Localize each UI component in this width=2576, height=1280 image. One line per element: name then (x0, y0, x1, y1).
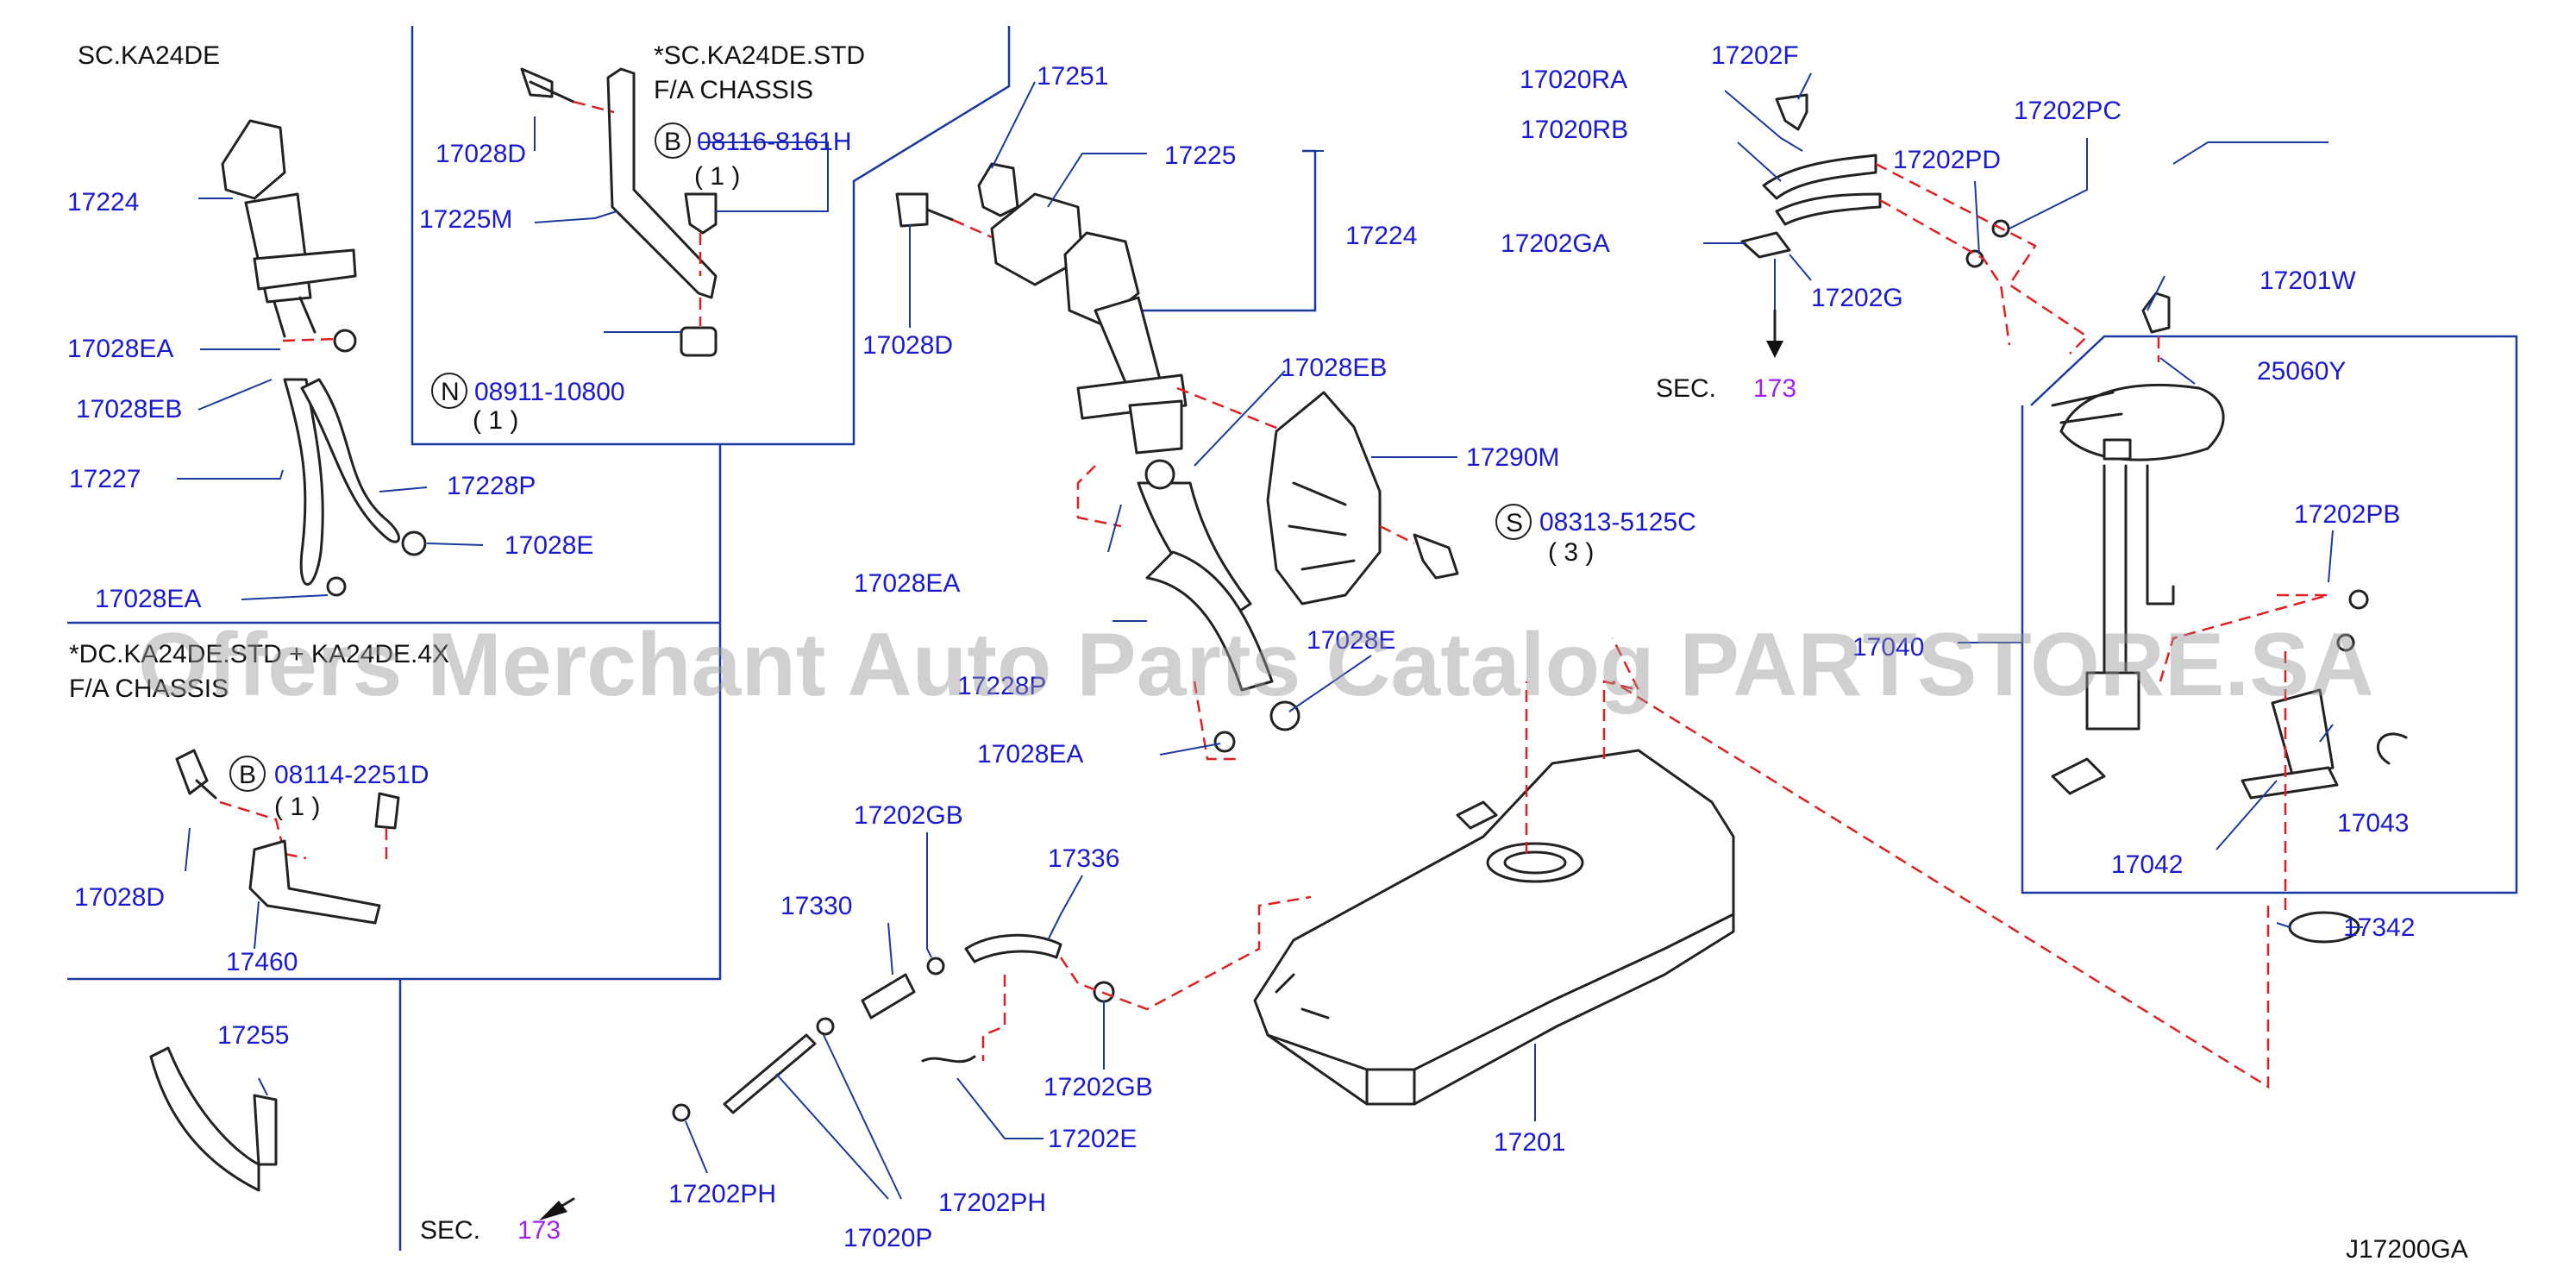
filler-neck-center (895, 162, 1301, 761)
chassis2-label: F/A CHASSIS (69, 675, 229, 703)
variant-labels: SC.KA24DE *SC.KA24DE.STD F/A CHASSIS *DC… (69, 41, 2468, 1264)
part-label: 17028E (1307, 626, 1395, 655)
engine-label: SC.KA24DE (78, 41, 220, 70)
part-label: 17227 (69, 465, 141, 493)
part-label: 17040 (1852, 633, 1924, 662)
part-label: 17028EB (76, 395, 182, 424)
heat-shield (1266, 391, 1459, 605)
part-label: 17028D (74, 883, 165, 912)
part-label: 17202GA (1501, 229, 1610, 258)
fuel-tank (1253, 637, 1735, 1106)
std-inset-border (411, 26, 1011, 446)
panel-borders (67, 26, 2518, 1251)
strap-17255 (149, 1046, 278, 1192)
part-label: 17043 (2337, 809, 2409, 838)
fastener-qty-1: ( 1 ) (694, 162, 740, 191)
part-label: 17028D (862, 331, 953, 360)
part-label: 17028D (436, 140, 526, 168)
part-label: 17460 (226, 948, 298, 976)
watermark: Offers Merchant Auto Parts Catalog PARTS… (138, 615, 2374, 715)
part-number-labels: 17224 17028EA 17028EB 17227 17228P 17028… (67, 41, 2415, 1252)
symbol-b1: B (664, 128, 681, 156)
part-label: 17336 (1048, 844, 1119, 873)
fastener-code-1: 08116-8161H (697, 128, 852, 156)
symbol-circle-s (1495, 504, 1532, 540)
symbol-circle-b2 (229, 756, 266, 792)
fastener-qty-2: ( 1 ) (473, 406, 518, 435)
part-label: 17028EB (1281, 354, 1387, 382)
sec-ref-top-number: 173 (1753, 374, 1796, 403)
part-label: 17020RB (1520, 116, 1628, 144)
part-label: 17330 (780, 892, 852, 920)
sec-arrow-top-head (1766, 341, 1783, 358)
part-label: 17028EA (67, 335, 173, 363)
fastener-symbols: B N S B (229, 122, 1532, 792)
fastener-code-labels: 08116-8161H 08911-10800 08313-5125C 0811… (274, 128, 1696, 789)
part-label: 17028E (505, 531, 593, 560)
part-label: 17202GB (854, 801, 963, 830)
part-label: 17201 (1494, 1128, 1565, 1157)
part-label: 25060Y (2257, 357, 2346, 386)
pump-right-bracket (1121, 149, 1317, 312)
part-label: 17202G (1811, 284, 1903, 312)
part-label: 17202GB (1044, 1073, 1153, 1101)
part-label: 17020P (843, 1224, 932, 1252)
part-label: 17201W (2259, 267, 2356, 295)
pump-inset-border (2021, 335, 2518, 894)
sec-ref-bottom-number: 173 (517, 1216, 561, 1245)
part-label: 17251 (1037, 62, 1108, 91)
chassis-label: F/A CHASSIS (654, 76, 813, 104)
fastener-code-3: 08313-5125C (1539, 508, 1696, 536)
part-label: 17342 (2343, 913, 2415, 942)
symbol-s: S (1506, 509, 1523, 537)
fastener-code-4: 08114-2251D (274, 761, 429, 789)
part-label: 17255 (217, 1021, 289, 1050)
symbol-circle-n (431, 373, 467, 409)
sec-ref-bottom-prefix: SEC. (420, 1216, 480, 1245)
symbol-circle-b1 (655, 122, 691, 159)
bracket-17460 (175, 749, 400, 925)
part-label: 17290M (1466, 443, 1559, 472)
sec-ref-top-prefix: SEC. (1656, 374, 1716, 403)
fastener-qty-4: ( 1 ) (274, 793, 320, 821)
part-label: 17028EA (854, 569, 960, 598)
symbol-b2: B (239, 761, 256, 789)
part-label: 17228P (447, 472, 536, 500)
part-label: 17202PC (2014, 97, 2122, 125)
filler-tube-left (221, 119, 427, 597)
part-label: 17225 (1164, 141, 1236, 170)
part-label: 17225M (419, 205, 512, 234)
part-label: 17202PD (1893, 146, 2001, 174)
part-label: 17202PH (938, 1189, 1046, 1217)
part-label: 17202E (1048, 1125, 1137, 1153)
fuel-lines-bottom (539, 895, 1312, 1220)
part-label: 17028EA (977, 740, 1083, 769)
fastener-qty-3: ( 3 ) (1548, 538, 1594, 567)
part-label: 17202PH (668, 1180, 776, 1208)
part-label: 17224 (67, 188, 139, 216)
vent-hoses (1740, 93, 2089, 355)
dc-variant-label: *DC.KA24DE.STD + KA24DE.4X (69, 640, 449, 668)
part-label: 17202PB (2294, 500, 2400, 529)
part-label: 17042 (2111, 850, 2183, 879)
part-label: 17224 (1345, 222, 1417, 250)
fuel-pump-module (1612, 292, 2408, 1089)
diagram-id: J17200GA (2346, 1235, 2468, 1264)
part-label: 17028EA (95, 585, 201, 613)
bracket-17225m (520, 67, 718, 357)
std-variant-label: *SC.KA24DE.STD (654, 41, 865, 70)
leader-lines (177, 72, 2363, 1200)
part-label: 17228P (957, 672, 1046, 700)
symbol-n: N (441, 378, 460, 406)
fastener-code-2: 08911-10800 (474, 378, 625, 406)
part-label: 17020RA (1520, 66, 1627, 94)
part-label: 17202F (1711, 41, 1799, 70)
